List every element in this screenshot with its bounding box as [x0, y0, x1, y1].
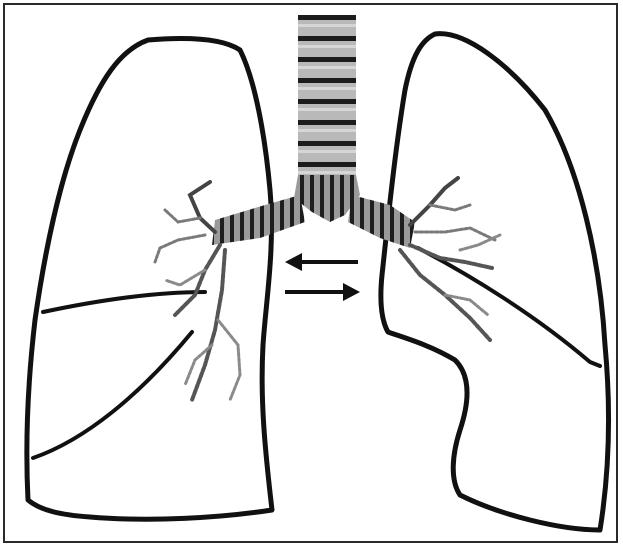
left-upper-twig-2 — [415, 228, 495, 240]
airflow-arrows — [285, 253, 360, 301]
right-bronchial-tree — [155, 182, 240, 400]
right-middle-branch — [175, 245, 220, 315]
right-lung — [27, 39, 272, 520]
right-main-bronchus — [212, 195, 305, 245]
arrow-right — [285, 283, 360, 301]
left-lung — [381, 34, 609, 530]
left-main-bronchus — [348, 195, 415, 248]
right-lower-branch — [192, 250, 225, 400]
trachea-tube — [298, 15, 356, 185]
left-bronchial-tree — [400, 178, 500, 340]
right-upper-twig-2 — [155, 235, 205, 262]
right-oblique-fissure — [33, 332, 192, 458]
left-oblique-fissure — [418, 248, 600, 366]
left-middle-twig — [460, 235, 500, 250]
trachea — [294, 15, 360, 222]
left-upper-twig-1 — [430, 205, 470, 210]
right-upper-twig-1 — [165, 210, 200, 222]
arrow-left — [285, 253, 358, 271]
right-upper-branch — [190, 182, 215, 232]
left-lung-outline — [381, 34, 609, 530]
right-lung-outline — [27, 39, 272, 520]
left-upper-branch — [410, 178, 458, 225]
right-lower-twig-1 — [218, 320, 240, 400]
left-lower-twig — [445, 295, 488, 315]
